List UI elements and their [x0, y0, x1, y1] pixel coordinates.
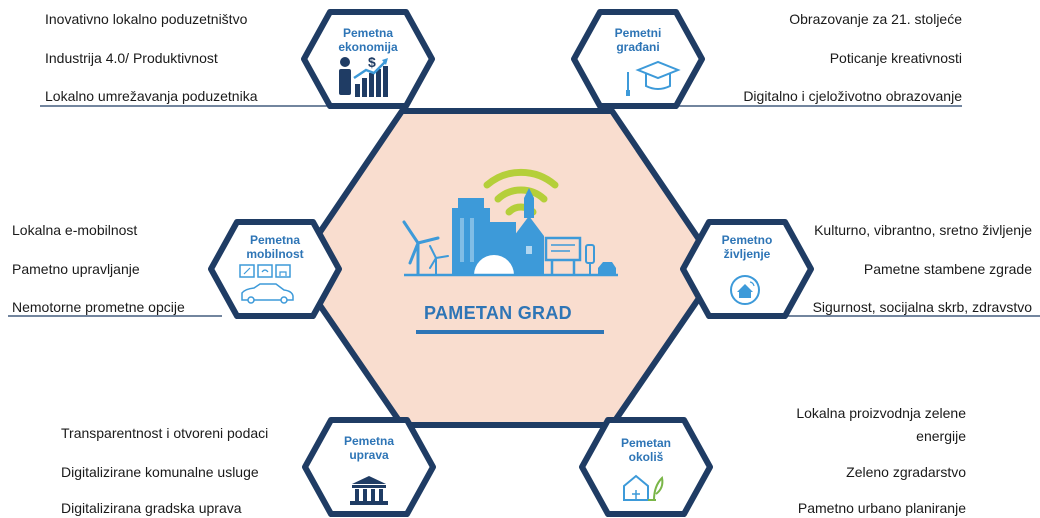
hex-title-gradjani: Pemetni građani [588, 26, 688, 54]
hex-title-line2: okoliš [628, 450, 664, 464]
center-title: PAMETAN GRAD [424, 303, 572, 323]
label-mobilnost-2: Pametno upravljanje [12, 261, 140, 277]
hex-title-line1: Pemetan [620, 436, 672, 450]
hexagon-zivljenje [680, 219, 814, 319]
smart-city-icon [402, 168, 618, 277]
label-uprava-2: Digitalizirane komunalne usluge [61, 464, 259, 480]
label-okolis-1: Lokalna proizvodnja zelene [796, 405, 966, 421]
hex-title-line2: uprava [349, 448, 389, 462]
hexagon-okolis [579, 417, 713, 517]
center-title-underline [416, 330, 604, 334]
label-ekonomija-1: Inovativno lokalno poduzetništvo [45, 11, 248, 27]
hex-title-mobilnost: Pemetna mobilnost [225, 233, 325, 261]
smart-home-icon [730, 275, 760, 305]
label-gradjani-2: Poticanje kreativnosti [829, 50, 962, 66]
hex-title-ekonomija: Pemetna ekonomija [318, 26, 418, 54]
hex-title-line1: Pemetna [249, 233, 301, 247]
label-ekonomija-2: Industrija 4.0/ Produktivnost [45, 50, 218, 66]
label-mobilnost-3: Nemotorne prometne opcije [12, 299, 185, 315]
hex-title-line1: Pemetno [721, 233, 773, 247]
eco-house-icon [623, 474, 664, 501]
hex-title-okolis: Pemetan okoliš [596, 436, 696, 464]
label-uprava-1: Transparentnost i otvoreni podaci [61, 425, 269, 441]
label-zivljenje-3: Sigurnost, socijalna skrb, zdravstvo [812, 299, 1032, 315]
business-growth-icon: $ [339, 54, 388, 97]
label-uprava-3: Digitalizirana gradska uprava [61, 500, 242, 516]
hexagon-ekonomija [301, 9, 435, 109]
hex-title-zivljenje: Pemetno življenje [697, 233, 797, 261]
label-zivljenje-2: Pametne stambene zgrade [863, 261, 1032, 277]
hex-title-line2: ekonomija [338, 40, 398, 54]
hex-title-line1: Pemetni [614, 26, 662, 40]
hex-title-line2: mobilnost [246, 247, 304, 261]
hex-title-line1: Pemetna [342, 26, 394, 40]
label-mobilnost-1: Lokalna e-mobilnost [12, 222, 138, 238]
label-ekonomija-3: Lokalno umrežavanja poduzetnika [45, 88, 258, 104]
svg-text:$: $ [368, 54, 376, 70]
hexagon-uprava [302, 417, 436, 517]
car-icon [239, 264, 294, 304]
label-zivljenje-1: Kulturno, vibrantno, sretno življenje [814, 222, 1032, 238]
hex-title-line2: življenje [723, 247, 771, 261]
label-gradjani-3: Digitalno i cjeloživotno obrazovanje [743, 88, 962, 104]
label-gradjani-1: Obrazovanje za 21. stoljeće [789, 11, 962, 27]
government-building-icon [350, 476, 388, 505]
hex-title-line1: Pemetna [343, 434, 395, 448]
label-okolis-2: Zeleno zgradarstvo [846, 464, 966, 480]
label-okolis-3: Pametno urbano planiranje [797, 500, 966, 516]
hex-title-uprava: Pemetna uprava [319, 434, 419, 462]
hex-title-line2: građani [616, 40, 660, 54]
graduation-cap-icon [626, 60, 681, 96]
label-okolis-1b: energije [916, 428, 966, 444]
